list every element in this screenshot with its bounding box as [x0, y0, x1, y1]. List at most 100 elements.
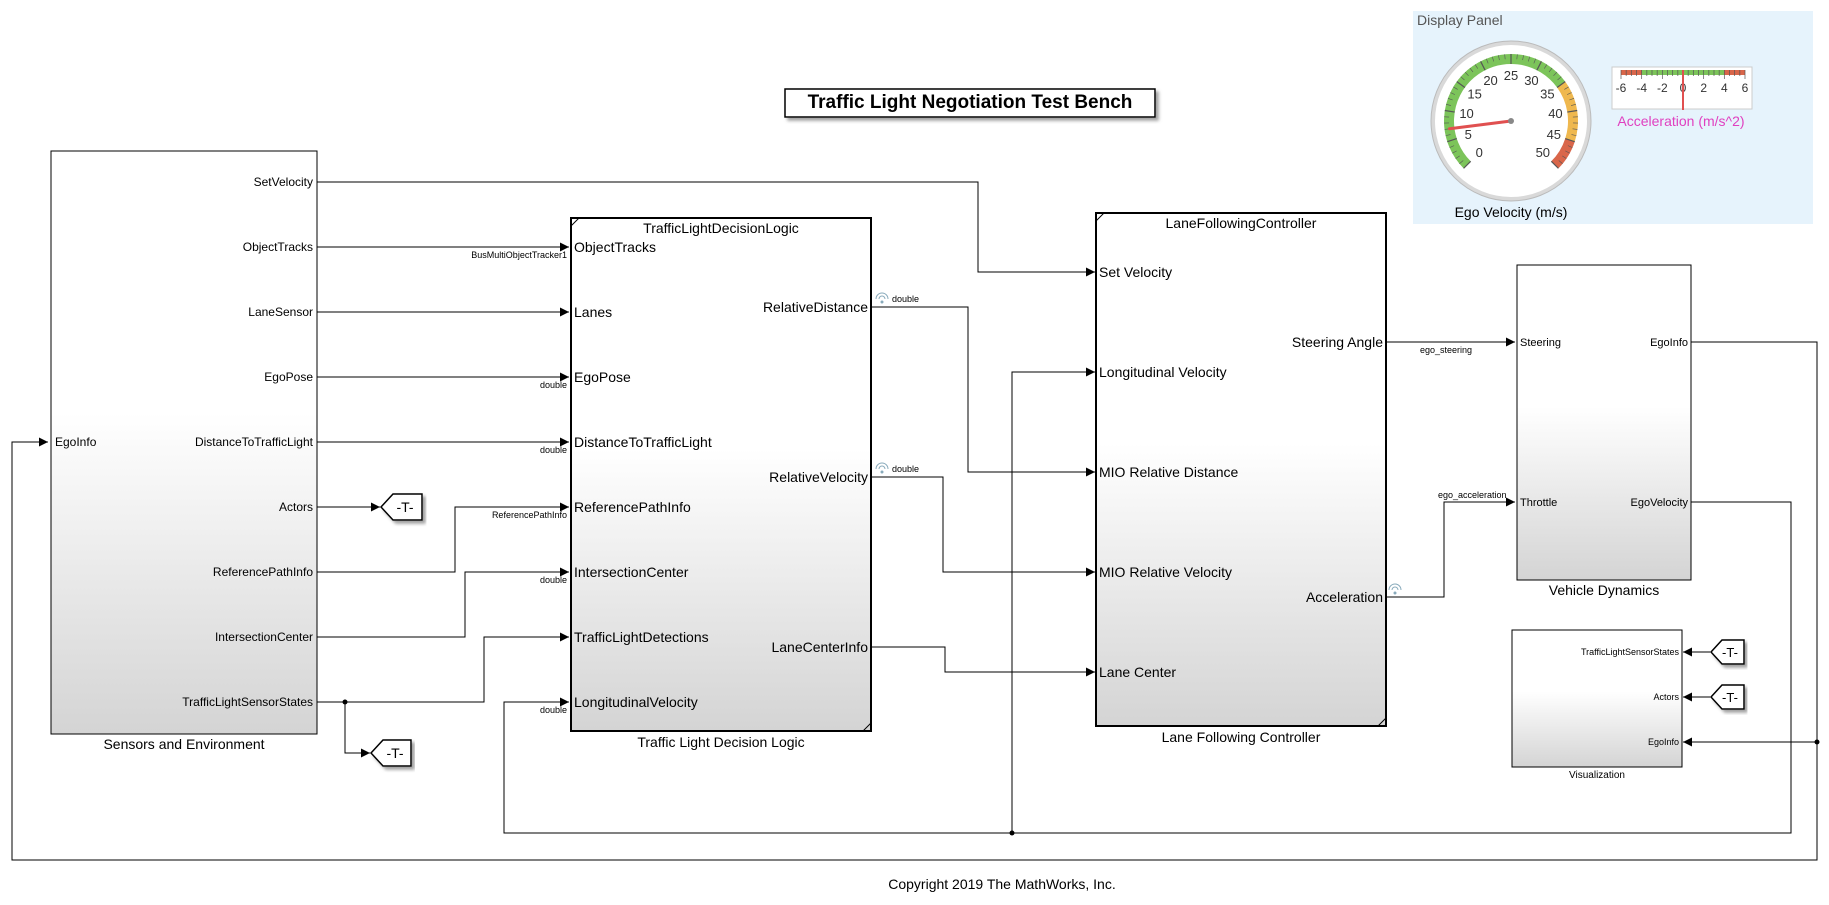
goto-label: -T- [396, 499, 413, 515]
signal-label: ego_steering [1420, 345, 1472, 355]
goto-tag-tl-states[interactable]: -T- [369, 739, 412, 767]
port-label: DistanceToTrafficLight [574, 434, 712, 450]
port-label: EgoPose [264, 370, 313, 384]
signal-label: BusMultiObjectTracker1 [471, 250, 567, 260]
signal-label: ego_acceleration [1438, 490, 1507, 500]
port-label: LaneSensor [248, 305, 313, 319]
wire-rel-distance[interactable] [872, 306, 1095, 477]
signal-label: ReferencePathInfo [492, 510, 567, 520]
velocity-gauge-label: Ego Velocity (m/s) [1455, 204, 1568, 220]
wire-ego-velocity[interactable] [503, 501, 1792, 834]
gauge-tick-label: 2 [1700, 81, 1707, 95]
gauge-tick-label: 0 [1476, 145, 1483, 160]
block-name: Sensors and Environment [103, 736, 264, 752]
wire-acceleration[interactable] [1387, 497, 1515, 598]
gauge-tick-label: -4 [1636, 81, 1647, 95]
gauge-tick-label: 20 [1483, 73, 1497, 88]
block-name: Vehicle Dynamics [1549, 582, 1660, 598]
port-label: ObjectTracks [243, 240, 313, 254]
gauge-tick-label: -6 [1616, 81, 1627, 95]
port-label: Steering [1520, 337, 1561, 349]
lane-following-controller-block[interactable]: LaneFollowingController Lane Following C… [1095, 212, 1402, 745]
wire-tl-states-goto[interactable] [344, 702, 370, 758]
signal-label: double [540, 705, 567, 715]
port-label: Lanes [574, 304, 612, 320]
gauge-tick-label: 45 [1547, 127, 1561, 142]
signal-lines [11, 181, 1818, 861]
title-box: Traffic Light Negotiation Test Bench [784, 88, 1156, 118]
block-header: TrafficLightDecisionLogic [643, 220, 799, 236]
gauge-tick-label: 50 [1536, 145, 1550, 160]
gauge-tick-label: 4 [1721, 81, 1728, 95]
port-label: Longitudinal Velocity [1099, 364, 1227, 380]
port-label: EgoInfo [1648, 737, 1679, 747]
goto-label: -T- [386, 745, 403, 761]
wireless-icon [875, 292, 889, 474]
port-label: Lane Center [1099, 664, 1176, 680]
visualization-block[interactable]: Visualization TrafficLightSensorStatesAc… [1511, 629, 1683, 781]
port-label: SetVelocity [254, 175, 313, 189]
decision-logic-block[interactable]: TrafficLightDecisionLogic Traffic Light … [570, 217, 889, 750]
port-label: TrafficLightDetections [574, 629, 709, 645]
page-title: Traffic Light Negotiation Test Bench [808, 92, 1133, 113]
port-label: LongitudinalVelocity [574, 694, 698, 710]
port-label: TrafficLightSensorStates [1581, 647, 1680, 657]
wire-intersection[interactable] [317, 567, 569, 638]
block-name: Traffic Light Decision Logic [637, 734, 804, 750]
wire-ego-info-feedback[interactable] [11, 341, 1818, 861]
port-label: RelativeVelocity [769, 469, 868, 485]
wire-longitudinal-velocity[interactable] [1011, 367, 1095, 833]
wire-lane-center[interactable] [872, 646, 1095, 677]
gauge-tick-label: 40 [1548, 106, 1562, 121]
port-label: LaneCenterInfo [771, 639, 868, 655]
goto-tag-actors[interactable]: -T- [379, 493, 423, 521]
port-label: EgoVelocity [1631, 497, 1689, 509]
port-label: Acceleration [1306, 589, 1383, 605]
port-label: MIO Relative Distance [1099, 464, 1238, 480]
gauge-tick-label: 5 [1465, 127, 1472, 142]
block-header: LaneFollowingController [1166, 215, 1317, 231]
block-name: Visualization [1569, 770, 1625, 781]
from-label: -T- [1722, 645, 1738, 660]
signal-labels: BusMultiObjectTracker1 double double Ref… [471, 250, 1506, 715]
acceleration-gauge-label: Acceleration (m/s^2) [1617, 113, 1744, 129]
port-label: TrafficLightSensorStates [182, 695, 313, 709]
wire-ref-path[interactable] [317, 502, 569, 573]
sensors-environment-block[interactable]: Sensors and Environment EgoInfo SetVeloc… [50, 150, 318, 752]
signal-label: double [892, 464, 919, 474]
port-label: Steering Angle [1292, 334, 1383, 350]
wire-set-velocity[interactable] [317, 181, 1095, 277]
gauge-tick-label: 10 [1459, 106, 1473, 121]
acceleration-gauge[interactable]: -6-4-20246 Acceleration (m/s^2) [1611, 66, 1753, 129]
wire-tl-states[interactable] [317, 632, 569, 703]
signal-label: double [540, 575, 567, 585]
port-label: EgoInfo [55, 435, 97, 449]
port-label: ObjectTracks [574, 239, 656, 255]
from-tag-actors[interactable]: -T- [1709, 684, 1745, 710]
port-label: RelativeDistance [763, 299, 868, 315]
port-label: EgoInfo [1650, 337, 1688, 349]
port-label: ReferencePathInfo [213, 565, 313, 579]
from-tag-tl-states[interactable]: -T- [1709, 639, 1745, 665]
display-panel-title: Display Panel [1417, 12, 1503, 28]
signal-label: double [540, 380, 567, 390]
port-label: EgoPose [574, 369, 631, 385]
wireless-icon [1388, 583, 1402, 595]
port-label: Actors [279, 500, 313, 514]
port-label: IntersectionCenter [574, 564, 689, 580]
port-label: DistanceToTrafficLight [195, 435, 314, 449]
gauge-tick-label: 25 [1504, 68, 1518, 83]
wire-rel-velocity[interactable] [872, 476, 1095, 577]
gauge-tick-label: 30 [1524, 73, 1538, 88]
port-label: Throttle [1520, 497, 1557, 509]
signal-label: double [540, 445, 567, 455]
signal-label: double [892, 294, 919, 304]
copyright: Copyright 2019 The MathWorks, Inc. [888, 876, 1115, 892]
port-label: MIO Relative Velocity [1099, 564, 1232, 580]
port-label: Set Velocity [1099, 264, 1172, 280]
gauge-tick-label: 35 [1540, 87, 1554, 102]
